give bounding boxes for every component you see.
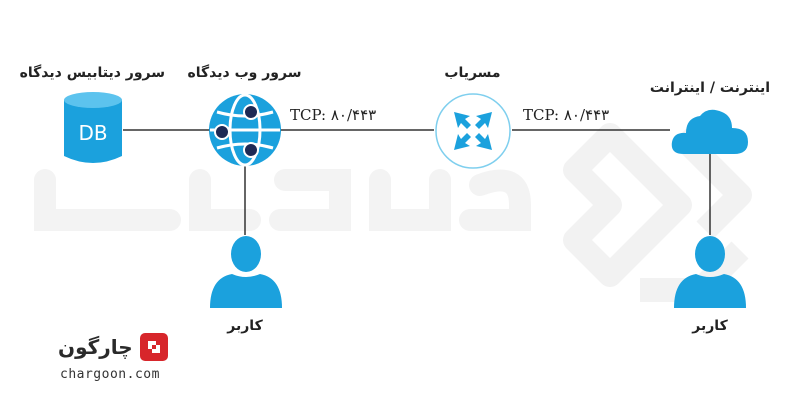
internet-label: اینترنت / اینترانت xyxy=(649,80,771,96)
user-icon-left[interactable] xyxy=(208,232,284,308)
user-right-label: کاربر xyxy=(692,318,728,334)
user-left-label: کاربر xyxy=(227,318,263,334)
link-label-web-router: TCP: ۸۰/۴۴۳ xyxy=(290,106,377,124)
web-server-globe-icon[interactable] xyxy=(207,92,283,168)
brand-name: چارگون xyxy=(58,335,133,359)
router-label: مسریاب xyxy=(444,65,501,81)
link-label-router-internet: TCP: ۸۰/۴۴۳ xyxy=(523,106,610,124)
database-icon[interactable]: DB xyxy=(62,90,124,168)
web-server-label: سرور وب دیدگاه xyxy=(187,65,302,81)
router-icon[interactable] xyxy=(434,92,512,170)
user-icon-right[interactable] xyxy=(672,232,748,308)
database-label: سرور دیتابیس دیدگاه xyxy=(19,65,165,81)
chargoon-logo-icon xyxy=(139,333,168,361)
watermark-text xyxy=(34,169,531,231)
brand-url[interactable]: chargoon.com xyxy=(60,367,160,382)
cloud-icon[interactable] xyxy=(670,106,750,156)
database-text: DB xyxy=(78,121,107,145)
brand-logo[interactable]: چارگون xyxy=(58,332,169,362)
